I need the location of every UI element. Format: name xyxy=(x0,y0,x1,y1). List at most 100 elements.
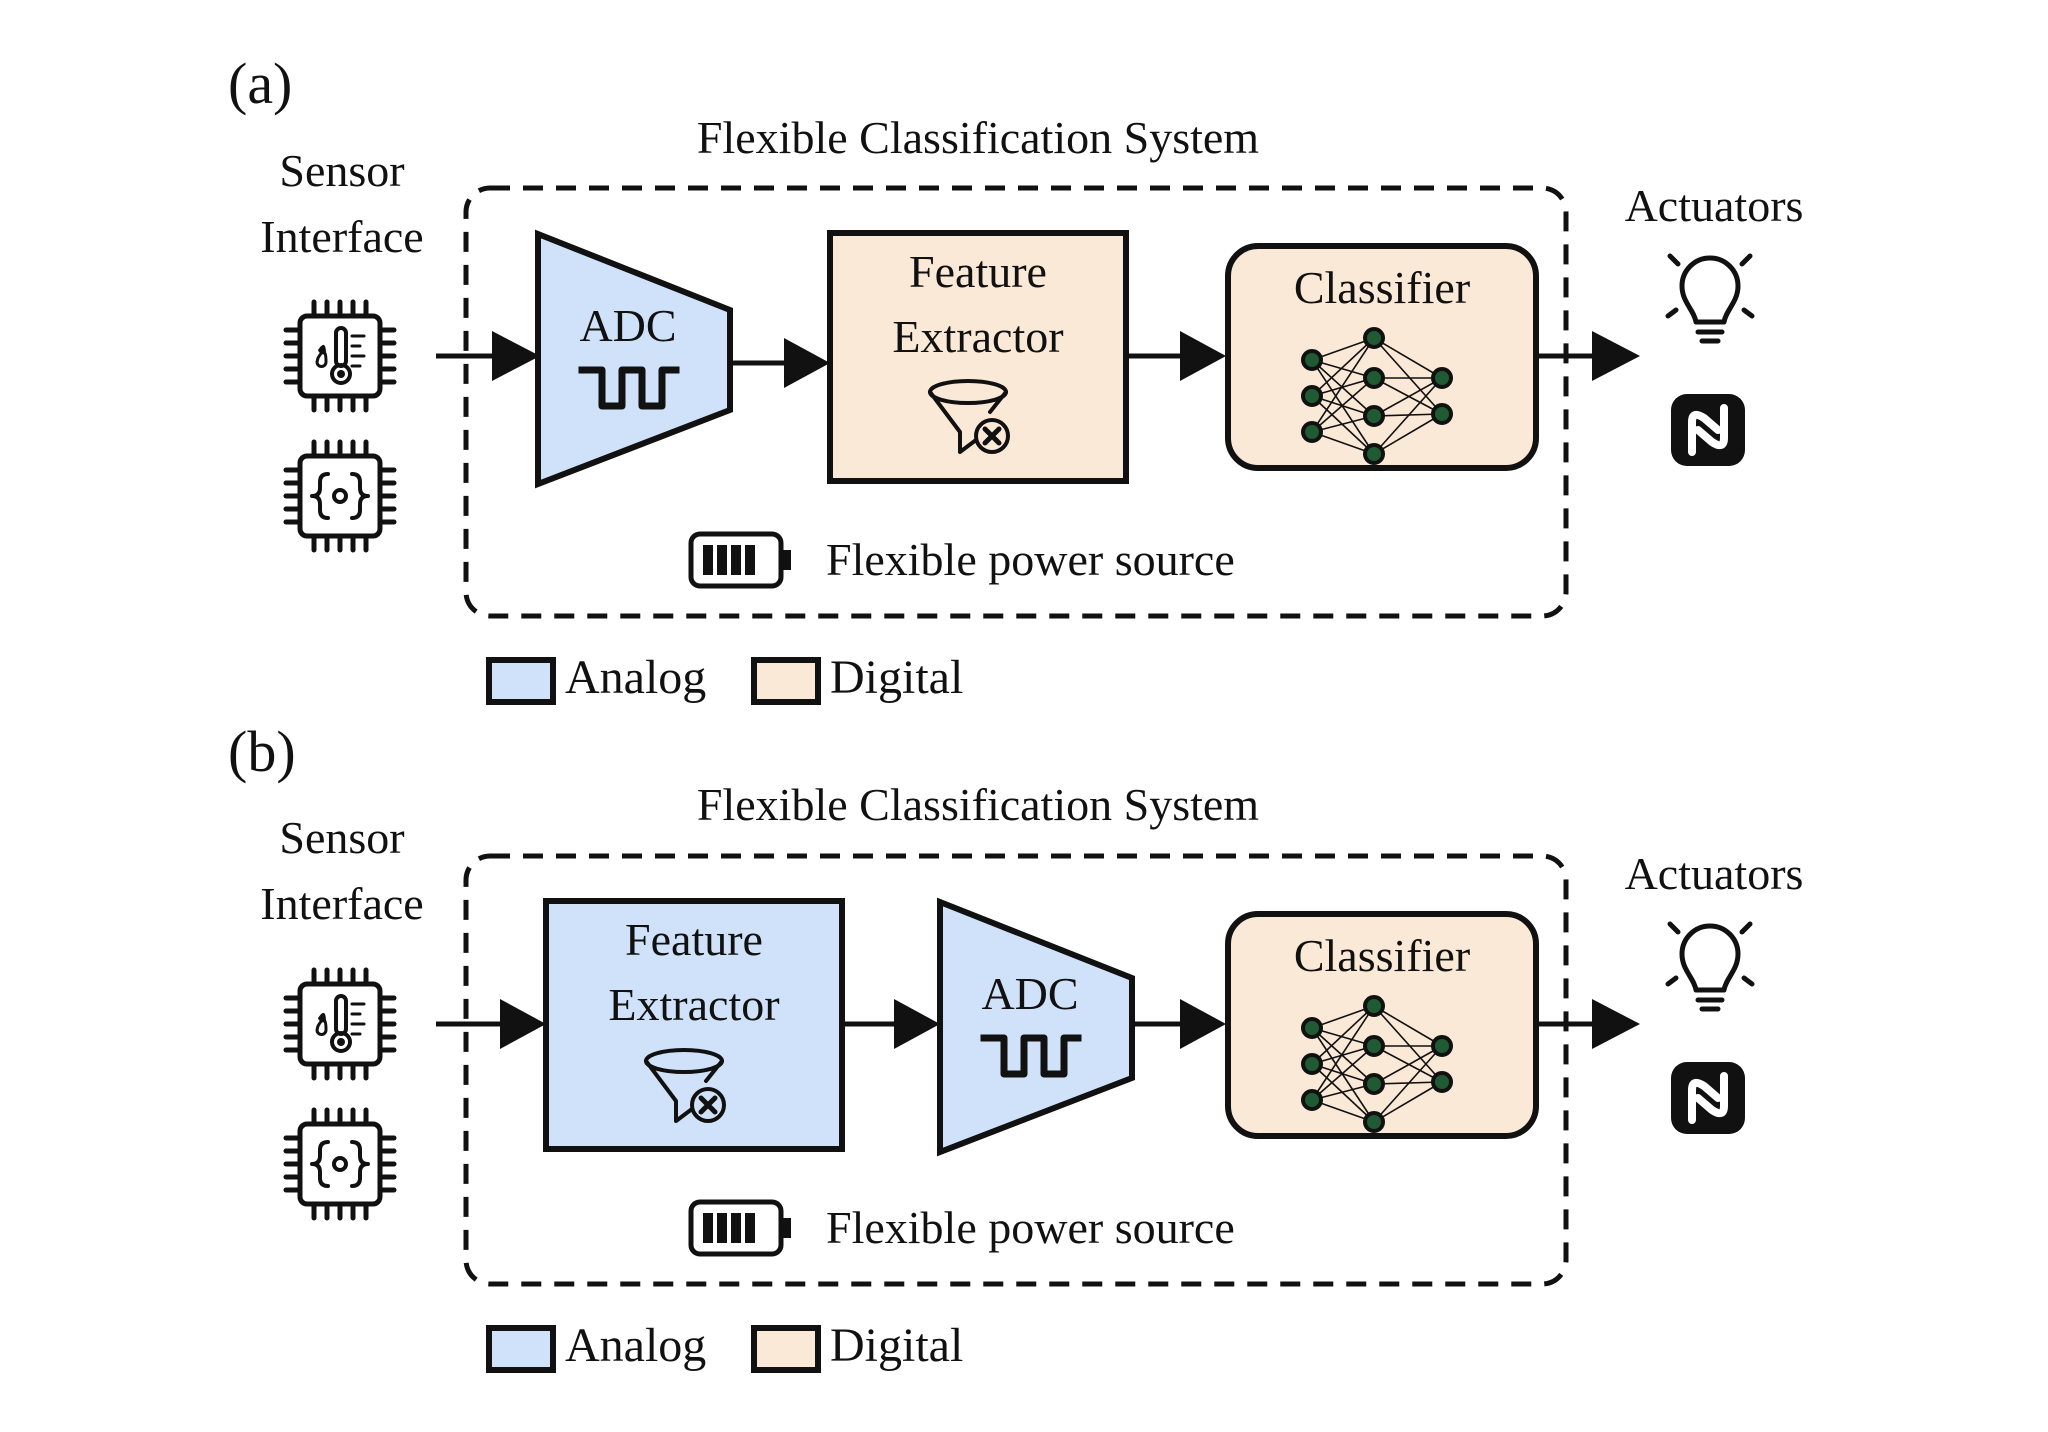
nn-edge xyxy=(1373,377,1443,417)
nn-edge xyxy=(1373,337,1443,415)
nn-edge xyxy=(1311,1045,1375,1101)
panel-label: (a) xyxy=(228,51,292,116)
nn-edge xyxy=(1311,359,1375,455)
adc-to-feature-arrowhead xyxy=(784,338,830,388)
input-arrowhead xyxy=(500,999,546,1049)
panel-a: (a) Flexible Classification System Senso… xyxy=(228,51,1804,705)
system-boundary xyxy=(463,185,1569,619)
adc-shape xyxy=(937,897,1135,1157)
nn-node xyxy=(1363,443,1385,465)
nn-edge xyxy=(1311,1063,1375,1123)
actuators-label: Actuators xyxy=(1625,848,1804,899)
nn-node xyxy=(1431,1035,1453,1057)
nn-edge xyxy=(1373,413,1443,455)
adc-shape xyxy=(535,229,733,489)
lightbulb-icon xyxy=(1668,924,1752,1009)
code-chip-icon xyxy=(286,1110,394,1218)
nn-node xyxy=(1301,385,1323,407)
nn-node xyxy=(1301,1089,1323,1111)
output-arrowhead xyxy=(1592,999,1640,1049)
power-source-label: Flexible power source xyxy=(826,1202,1235,1253)
nn-edge xyxy=(1373,1005,1443,1083)
nn-node xyxy=(1431,367,1453,389)
battery-icon xyxy=(691,1202,791,1254)
sensor-label-line1: Sensor xyxy=(279,145,404,196)
nn-edge xyxy=(1311,1027,1375,1085)
nn-edge xyxy=(1311,337,1375,397)
nn-edge xyxy=(1373,1005,1443,1047)
nn-node xyxy=(1363,1111,1385,1133)
classifier-block: Classifier xyxy=(1225,911,1539,1139)
nn-node xyxy=(1301,1053,1323,1075)
sensor-label-line2: Interface xyxy=(260,211,423,262)
nn-edge xyxy=(1311,337,1375,433)
adc-to-classifier-arrowhead xyxy=(1180,999,1226,1049)
actuators-label: Actuators xyxy=(1625,180,1804,231)
input-arrowhead xyxy=(492,331,540,381)
nn-edge xyxy=(1373,1045,1443,1085)
nn-node xyxy=(1431,1071,1453,1093)
nn-node xyxy=(1363,405,1385,427)
feature-to-classifier-arrowhead xyxy=(1180,331,1226,381)
legend-analog-label: Analog xyxy=(565,1319,706,1372)
code-chip-icon xyxy=(286,442,394,550)
classifier-label: Classifier xyxy=(1294,262,1470,313)
adc-block: ADC xyxy=(937,897,1135,1157)
nn-node xyxy=(1363,1073,1385,1095)
nn-node xyxy=(1363,1035,1385,1057)
adc-block: ADC xyxy=(535,229,733,489)
nn-edge xyxy=(1373,1081,1443,1123)
legend-digital-label: Digital xyxy=(830,1319,963,1372)
classifier-block: Classifier xyxy=(1225,243,1539,471)
nn-edge xyxy=(1373,377,1443,415)
nn-edge xyxy=(1373,337,1443,379)
output-arrowhead xyxy=(1592,331,1640,381)
temperature-sensor-chip-icon xyxy=(286,970,394,1078)
nn-edge xyxy=(1311,377,1375,433)
system-title: Flexible Classification System xyxy=(697,112,1259,163)
system-title: Flexible Classification System xyxy=(697,779,1259,830)
feature-to-adc-arrowhead xyxy=(894,999,940,1049)
nn-edge xyxy=(1311,1005,1375,1101)
feature-extractor-block: Feature Extractor xyxy=(827,230,1129,484)
nn-node xyxy=(1301,349,1323,371)
nn-edge xyxy=(1373,1045,1443,1123)
feature-extractor-label-line2: Extractor xyxy=(608,979,779,1030)
feature-extractor-block: Feature Extractor xyxy=(543,898,845,1152)
legend-digital-label: Digital xyxy=(830,651,963,704)
nn-edge xyxy=(1311,1005,1375,1065)
temperature-sensor-chip-icon xyxy=(286,302,394,410)
nn-node xyxy=(1431,403,1453,425)
legend-digital-swatch xyxy=(751,1325,821,1373)
adc-label: ADC xyxy=(579,300,676,351)
panel-label: (b) xyxy=(228,719,296,784)
feature-extractor-label-line2: Extractor xyxy=(892,311,1063,362)
legend-digital-swatch xyxy=(751,657,821,705)
nn-node xyxy=(1301,1017,1323,1039)
legend: Analog Digital xyxy=(486,1319,963,1373)
feature-extractor-label-line1: Feature xyxy=(909,246,1047,297)
nn-edge xyxy=(1311,359,1375,417)
nn-node xyxy=(1363,327,1385,349)
nn-edge xyxy=(1311,1027,1375,1123)
classifier-label: Classifier xyxy=(1294,930,1470,981)
nn-node xyxy=(1301,421,1323,443)
legend-analog-swatch xyxy=(486,657,556,705)
lightbulb-icon xyxy=(1668,256,1752,341)
legend-analog-label: Analog xyxy=(565,651,706,704)
legend: Analog Digital xyxy=(486,651,963,705)
adc-label: ADC xyxy=(981,968,1078,1019)
battery-icon xyxy=(691,534,791,586)
sensor-label-line2: Interface xyxy=(260,878,423,929)
neural-network-icon xyxy=(1301,327,1453,465)
sensor-label-line1: Sensor xyxy=(279,812,404,863)
feature-extractor-label-line1: Feature xyxy=(625,914,763,965)
legend-analog-swatch xyxy=(486,1325,556,1373)
nfc-icon xyxy=(1671,394,1745,466)
nn-edge xyxy=(1311,395,1375,455)
nn-edge xyxy=(1373,377,1443,455)
system-boundary xyxy=(463,853,1569,1287)
nn-node xyxy=(1363,995,1385,1017)
nfc-icon xyxy=(1671,1062,1745,1134)
